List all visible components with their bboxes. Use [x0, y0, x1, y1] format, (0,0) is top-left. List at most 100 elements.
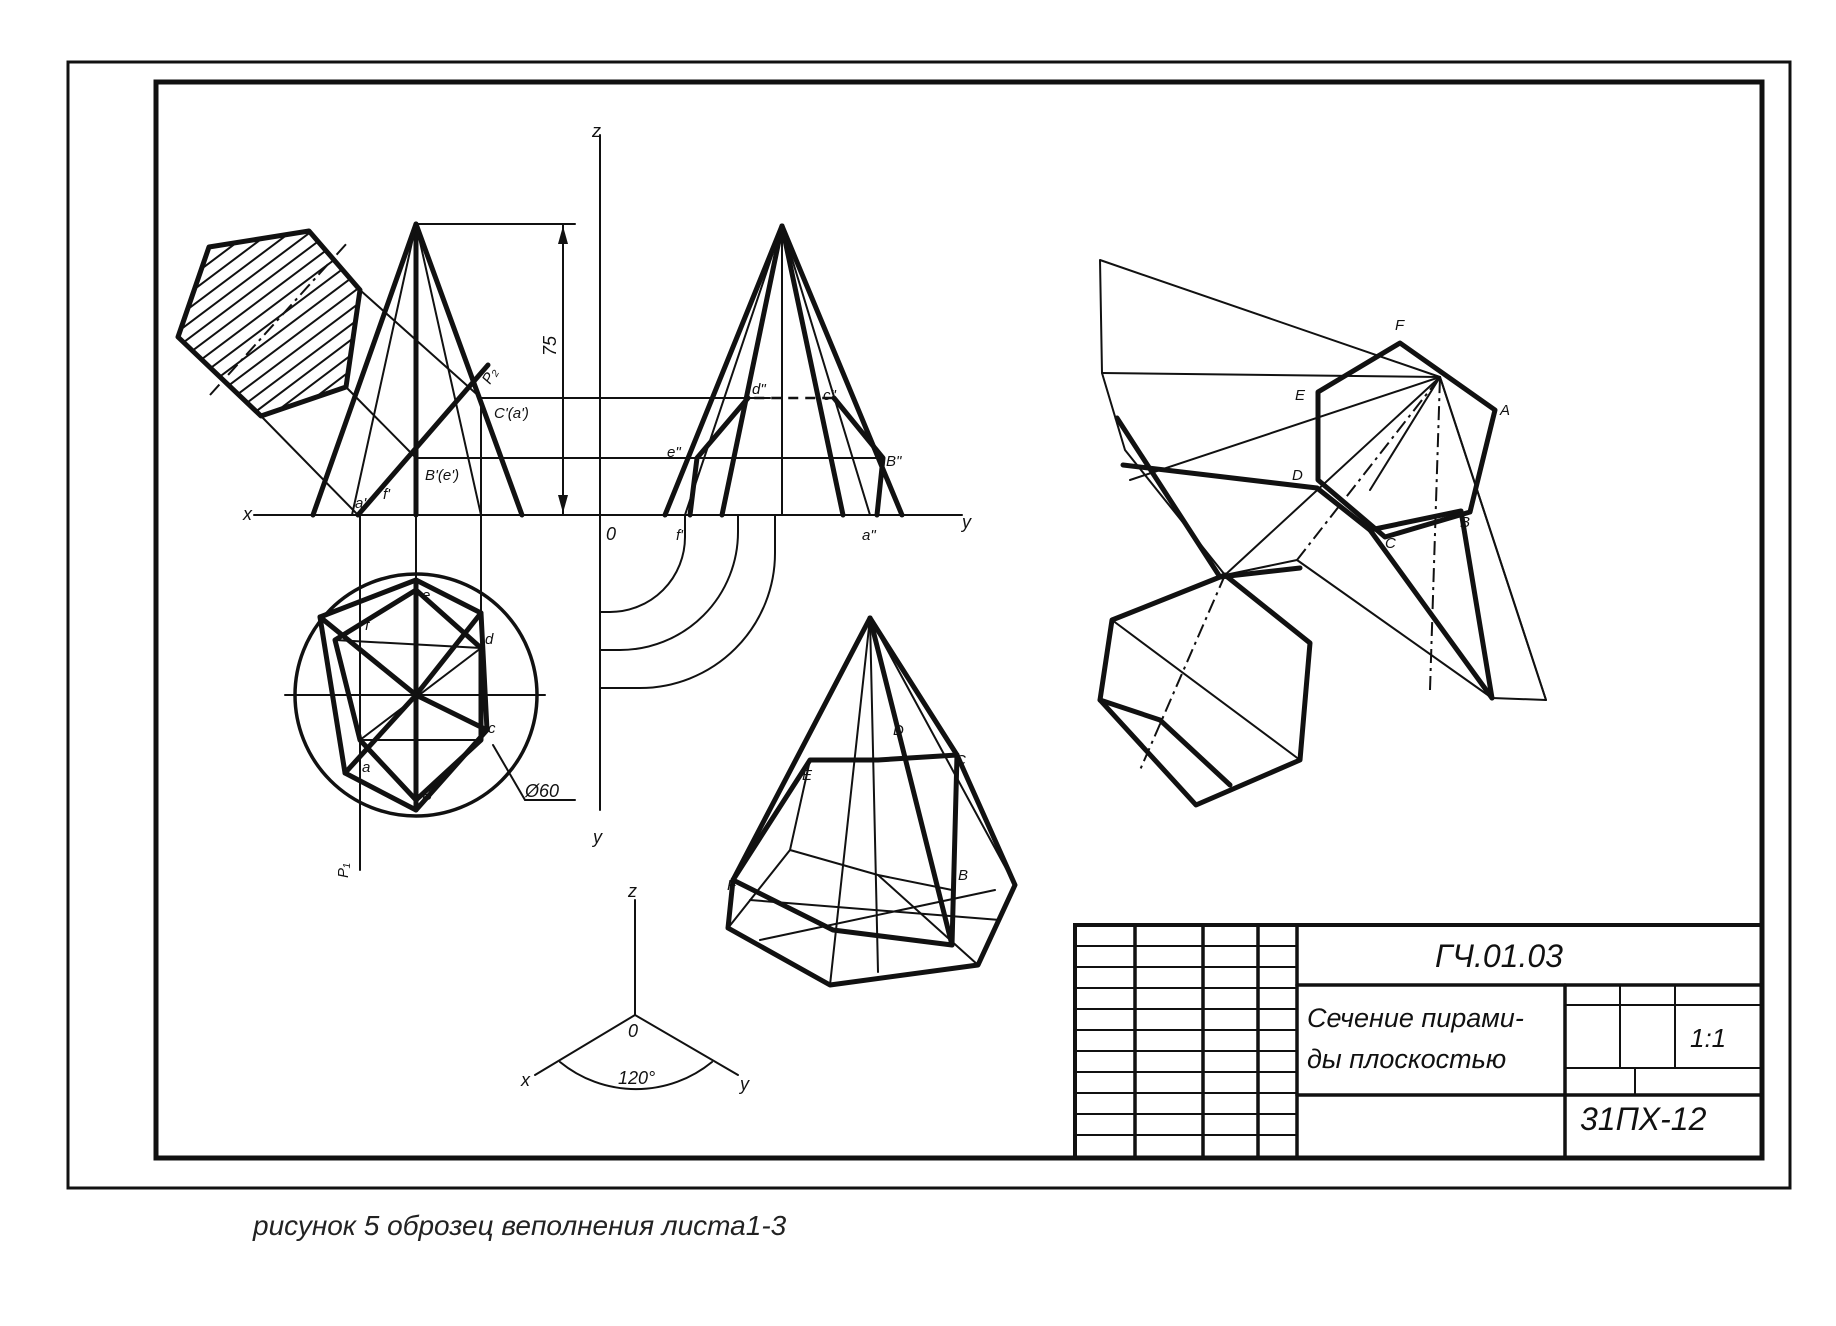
plan-fold-lines: [334, 639, 482, 741]
label-side-f: f": [676, 527, 686, 544]
axo-x-line: [534, 1014, 636, 1076]
axis-x-label: x: [242, 504, 253, 524]
plan-edge-2: [413, 610, 484, 698]
plane-tag-bottom: P₁: [335, 863, 352, 878]
side-edge-2: [779, 223, 846, 518]
plane-tag-top: P₂: [479, 365, 502, 387]
iso-base-inner-4: [759, 889, 996, 941]
front-view: 75 P₂ C'(a') B'(e') a' f': [310, 221, 881, 871]
net-side-line-1: [1101, 372, 1441, 378]
origin-label: 0: [606, 524, 616, 544]
plan-view: Ø60 P₁ e f d c a B: [284, 572, 576, 878]
height-dim-label: 75: [540, 335, 560, 356]
net-side-line-6: [1429, 376, 1441, 691]
section-true-shape: [175, 228, 482, 516]
label-front-c: C'(a'): [494, 405, 529, 422]
axo-angle-label: 120°: [618, 1068, 655, 1088]
label-front-a: a': [355, 495, 367, 512]
label-side-a: a": [862, 527, 876, 544]
title-block-frame: [1073, 923, 1764, 1160]
label-side-c: c": [823, 387, 837, 404]
plan-edge-5: [342, 692, 419, 776]
figure-caption: рисунок 5 оброзец веполнения листа1-3: [253, 1210, 787, 1241]
net-side-line-4: [1369, 376, 1441, 491]
section-link-1: [345, 386, 417, 459]
diameter-label: Ø60: [524, 781, 559, 801]
axo-x-label: x: [520, 1070, 531, 1090]
axo-y-label: y: [738, 1074, 750, 1094]
title-block-scale: 1:1: [1690, 1023, 1726, 1053]
development-net: F E A D C B: [1097, 259, 1547, 808]
label-side-e: e": [667, 444, 681, 461]
label-net-d: D: [1292, 467, 1303, 484]
iso-edge-2: [867, 615, 960, 758]
iso-base-inner-2: [877, 874, 979, 966]
iso-base-inner-1: [727, 849, 791, 929]
net-side-line-2: [1129, 376, 1441, 481]
label-side-b: B": [886, 453, 902, 470]
label-plan-c: c: [488, 720, 496, 737]
height-arrow-top: [558, 226, 568, 244]
axis-z-label: z: [591, 121, 601, 141]
label-iso-e: E: [802, 767, 813, 784]
transfer-arc-2: [599, 514, 739, 651]
plan-edge-3: [413, 692, 490, 733]
label-plan-f: f: [365, 617, 371, 634]
label-side-d: d": [752, 381, 766, 398]
side-edge-3: [684, 225, 783, 516]
net-base-line-2: [1139, 574, 1226, 771]
title-block-title-line1: Сечение пирами-: [1307, 1003, 1524, 1033]
axo-angle-arc: [559, 1061, 713, 1091]
section-axis: [209, 241, 349, 396]
section-link-3: [260, 415, 359, 516]
net-side-line-3: [1224, 376, 1441, 576]
axo-z-label: z: [627, 881, 637, 901]
isometric-view: D C E F B: [725, 615, 1018, 988]
axis-y-bottom-label: y: [591, 827, 603, 847]
label-iso-f: F: [727, 877, 737, 894]
label-front-b: B'(e'): [425, 467, 459, 484]
iso-edge-1: [730, 615, 873, 883]
section-link-2: [359, 289, 482, 399]
label-iso-d: D: [893, 722, 904, 739]
plan-edge-6: [317, 614, 419, 698]
axis-y-label: y: [960, 512, 972, 532]
label-front-f: f': [383, 486, 391, 503]
net-side-line-7: [1439, 376, 1547, 701]
side-section-hidden: [696, 396, 884, 459]
label-net-b: B: [1460, 514, 1470, 531]
height-arrow-bottom: [558, 495, 568, 513]
label-net-e: E: [1295, 387, 1306, 404]
title-block-title-line2: ды плоскостью: [1307, 1044, 1506, 1074]
sheet-frames: [66, 60, 1792, 1190]
inner-frame: [153, 79, 1765, 1161]
iso-edge-3: [867, 615, 955, 948]
transfer-arc-1: [599, 514, 686, 613]
label-net-f: F: [1395, 317, 1405, 334]
net-section-diag-1: [1367, 527, 1495, 701]
side-view: e" d" c" B" f" a": [662, 223, 905, 544]
iso-edge-5: [869, 617, 879, 973]
diameter-leader: [492, 744, 526, 801]
side-edge-4: [781, 225, 871, 516]
title-block-designation: ГЧ.01.03: [1435, 938, 1563, 974]
net-section-hexagon: [1315, 340, 1498, 540]
net-base-line-1: [1111, 619, 1301, 761]
iso-section-inner: [789, 759, 953, 891]
axonometric-axes: z 0 x y 120°: [520, 881, 750, 1094]
iso-edge-6: [869, 617, 1016, 886]
label-plan-b: B: [422, 787, 432, 804]
label-net-c: C: [1385, 535, 1396, 552]
label-net-a: A: [1499, 402, 1510, 419]
outer-frame: [66, 60, 1792, 1190]
iso-base: [725, 752, 1018, 988]
projection-axes: z x y y 0: [242, 121, 972, 847]
iso-base-inner-3: [749, 899, 1001, 921]
label-plan-d: d: [485, 631, 494, 648]
net-base-cut: [1097, 697, 1233, 788]
title-block-group: 31ПХ-12: [1580, 1101, 1707, 1137]
label-plan-e: e: [422, 587, 430, 604]
axo-o-label: 0: [628, 1021, 638, 1041]
label-plan-a: a: [362, 759, 370, 776]
